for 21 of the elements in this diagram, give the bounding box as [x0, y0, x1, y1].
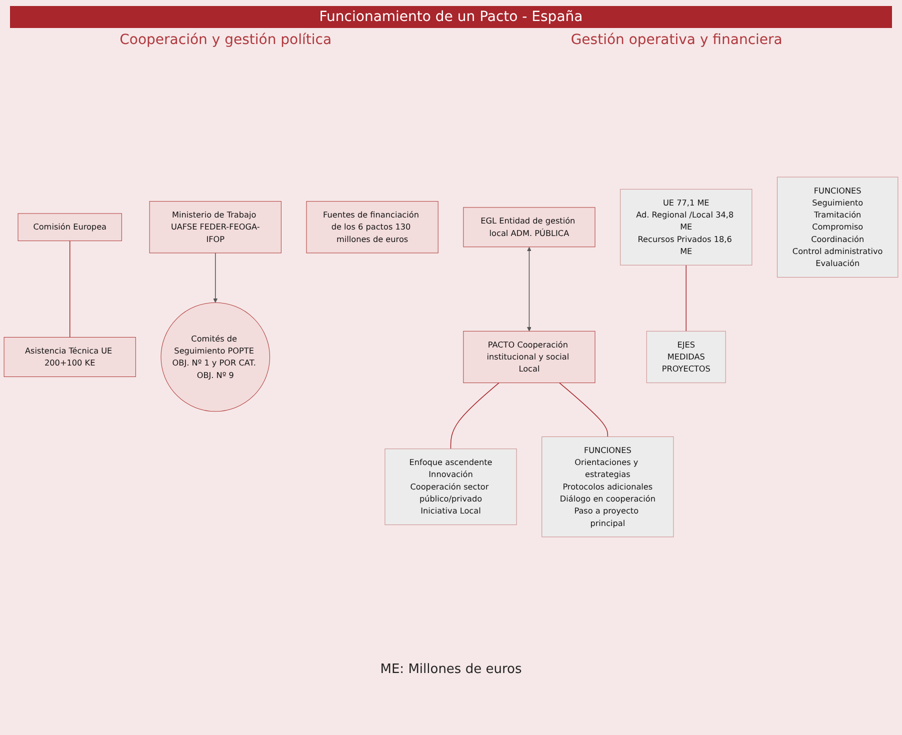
node-box: Comisión Europea: [18, 213, 122, 242]
caption: ME: Millones de euros: [379, 662, 523, 677]
node-box: FUNCIONES Seguimiento Tramitación Compromiso Coordinación Control administrativo Evaluación: [776, 176, 898, 278]
node-box: UE 77,1 ME Ad. Regional /Local 34,8 ME Recursos Privados 18,6 ME: [620, 188, 752, 266]
connector: [559, 382, 608, 438]
connector: [450, 382, 500, 450]
node-box: FUNCIONES Orientaciones y estrategias Protocolos adicionales Diálogo en cooperación Paso a proyecto principal: [542, 436, 674, 538]
node-box: EJES MEDIDAS PROYECTOS: [646, 330, 726, 384]
node-box: Fuentes de financiación de los 6 pactos 130 millones de euros: [306, 201, 438, 254]
column-heading: Gestión operativa y financiera: [570, 32, 782, 48]
column-heading: Cooperación y gestión política: [120, 32, 332, 48]
node-box: EGL Entidad de gestión local ADM. PÚBLICA: [463, 207, 596, 248]
node-box: Ministerio de Trabajo UAFSE FEDER-FEOGA-IFOP: [149, 201, 282, 254]
connector: [69, 240, 70, 338]
node-box: PACTO Cooperación institucional y social Local: [463, 330, 596, 384]
node-box: Enfoque ascendente Innovación Cooperación sector público/privado Iniciativa Local: [384, 448, 517, 526]
arrow: [526, 246, 532, 332]
node-box: Asistencia Técnica UE 200+100 KE: [4, 337, 136, 377]
arrow: [213, 252, 218, 303]
node-circle: Comités de Seguimiento POPTE OBJ. Nº 1 y POR CAT. OBJ. Nº 9: [160, 302, 270, 412]
title-banner: Funcionamiento de un Pacto - España: [10, 6, 892, 28]
